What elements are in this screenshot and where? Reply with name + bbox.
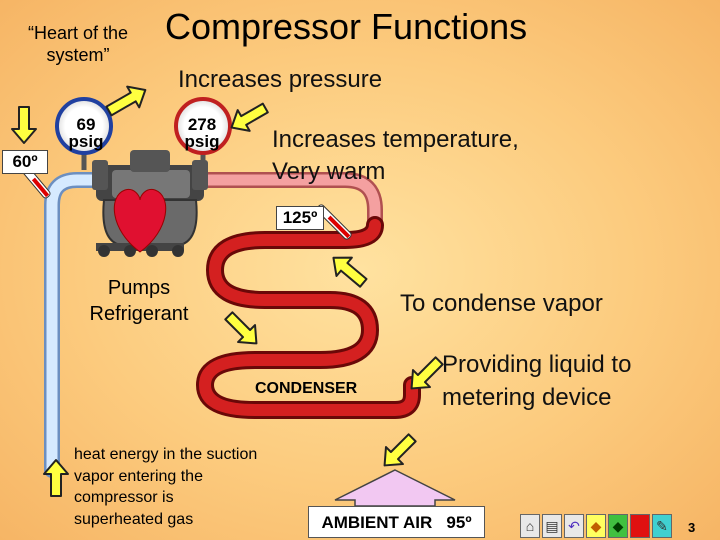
ambient-air-label: AMBIENT AIR — [321, 513, 433, 532]
arrow-pressure-icon — [105, 85, 147, 117]
undo-icon[interactable]: ↶ — [564, 514, 584, 538]
discharge-gauge-unit: psig — [184, 132, 220, 151]
stop-icon[interactable] — [630, 514, 650, 538]
suction-gauge-unit: psig — [68, 132, 104, 151]
diamond-icon[interactable]: ◆ — [608, 514, 628, 538]
page-title: Compressor Functions — [165, 6, 528, 47]
condenser-label: CONDENSER — [255, 380, 358, 397]
heart-of-system-note: “Heart of the system” — [27, 23, 129, 65]
discharge-gauge-readout: 278 psig — [174, 116, 230, 150]
ambient-air-temp: 95º — [446, 513, 472, 532]
increases-temperature-label: Increases temperature, Very warm — [272, 126, 519, 185]
arrow-cond-inlet-icon — [224, 311, 258, 345]
pen-icon[interactable]: ✎ — [652, 514, 672, 538]
to-condense-label: To condense vapor — [400, 290, 603, 317]
arrow-liquid-icon — [410, 356, 444, 390]
arrow-suction-up-icon — [43, 459, 69, 497]
heat-energy-note: heat energy in the suction vapor enterin… — [74, 446, 258, 528]
discharge-gauge-value: 278 — [187, 115, 217, 134]
suction-gauge-icon — [55, 97, 113, 170]
suction-gauge-value: 69 — [76, 115, 96, 134]
heart-icon — [113, 188, 167, 253]
increases-pressure-label: Increases pressure — [178, 66, 383, 93]
discharge-gauge-icon — [174, 97, 232, 170]
page-number: 3 — [688, 520, 696, 535]
arrow-down-left-icon — [11, 106, 37, 144]
arrow-condenser-icon — [332, 256, 368, 288]
diamond-icon[interactable]: ◆ — [586, 514, 606, 538]
pumps-refrigerant-label: Pumps Refrigerant — [89, 277, 189, 325]
providing-liquid-label: Providing liquid to metering device — [442, 351, 632, 411]
slide-nav-bar: ⌂ ▤ ↶ ◆ ◆ ✎ — [520, 514, 672, 538]
document-icon[interactable]: ▤ — [542, 514, 562, 538]
thermometer-discharge-icon — [316, 204, 352, 240]
arrow-ambient-icon — [383, 433, 417, 467]
discharge-temperature-readout: 125º — [276, 206, 324, 230]
suction-gauge-readout: 69 psig — [60, 116, 112, 150]
home-icon[interactable]: ⌂ — [520, 514, 540, 538]
arrow-temperature-icon — [230, 102, 269, 132]
ambient-air-arrow-icon — [334, 469, 456, 507]
ambient-air-box: AMBIENT AIR 95º — [308, 506, 485, 538]
suction-temperature-readout: 60º — [2, 150, 48, 174]
